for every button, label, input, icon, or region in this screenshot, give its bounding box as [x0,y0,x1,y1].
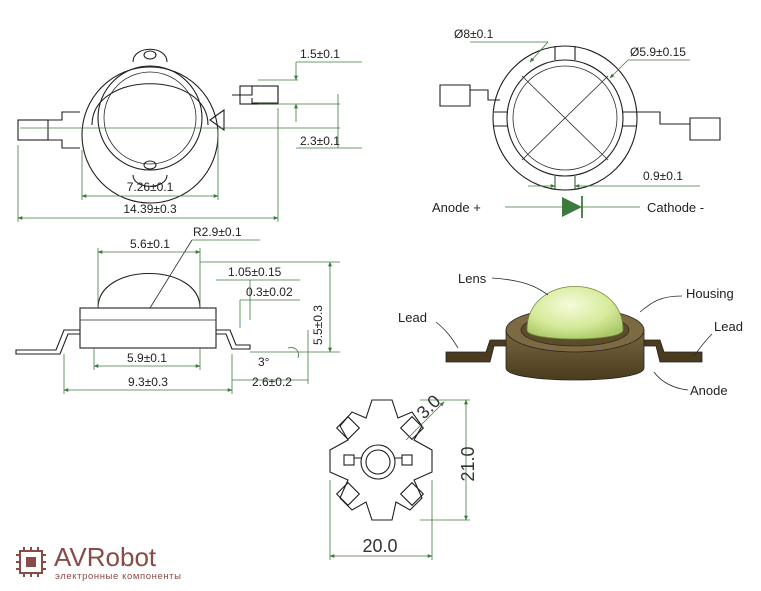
dim-top-lead-2: 2.3±0.1 [300,134,340,148]
dim-base-width: 5.9±0.1 [127,351,167,365]
lead-left-label: Lead [398,310,427,325]
perspective-view: Lens Housing Lead Lead Anode [398,271,743,398]
dim-top-lead-1: 1.5±0.1 [300,47,340,61]
dim-lens-width: 5.6±0.1 [130,237,170,251]
cathode-minus-label: Cathode - [647,200,704,215]
lens-dome [526,286,624,340]
dim-inner-diameter: Ø5.9±0.15 [630,45,686,59]
housing-label: Housing [686,286,734,301]
chip-logo-icon [16,547,46,577]
dim-lens-radius: R2.9±0.1 [193,225,242,239]
avrobot-logo: AVRobot электронные компоненты [16,542,182,582]
anode-plus-label: Anode + [432,200,481,215]
dim-board-width: 20.0 [362,536,397,556]
top-view: 14.39±0.3 7.26±0.1 1.5±0.1 2.3±0.1 [17,47,362,222]
dim-top-width-outer: 14.39±0.3 [123,202,177,216]
dim-lead-length: 2.6±0.2 [252,375,292,389]
dim-slot-width: 0.9±0.1 [643,169,683,183]
dim-board-height: 21.0 [458,446,478,481]
brand-name: AVRobot [54,542,157,572]
dim-top-width-inner: 7.26±0.1 [127,180,174,194]
lens-label: Lens [458,271,487,286]
bottom-view: Ø8±0.1 Ø5.9±0.15 0.9±0.1 Anode + Cathode… [432,27,721,218]
anode-label: Anode [690,383,728,398]
dim-mount-hole: 3.0 [413,391,445,423]
lead-right-label: Lead [714,319,743,334]
dim-total-height: 5.5±0.3 [311,305,325,345]
dim-angle: 3° [258,355,270,369]
side-view: 5.6±0.1 R2.9±0.1 1.05±0.15 0.3±0.02 5.5±… [15,225,340,394]
dim-lead-thickness: 0.3±0.02 [246,285,293,299]
brand-tagline: электронные компоненты [55,571,182,582]
star-board-view: 21.0 20.0 3.0 [329,391,478,560]
dim-outer-diameter: Ø8±0.1 [454,27,494,41]
dim-lead-height: 1.05±0.15 [228,265,282,279]
dim-body-width: 9.3±0.3 [128,375,168,389]
diode-symbol-icon [562,197,582,217]
